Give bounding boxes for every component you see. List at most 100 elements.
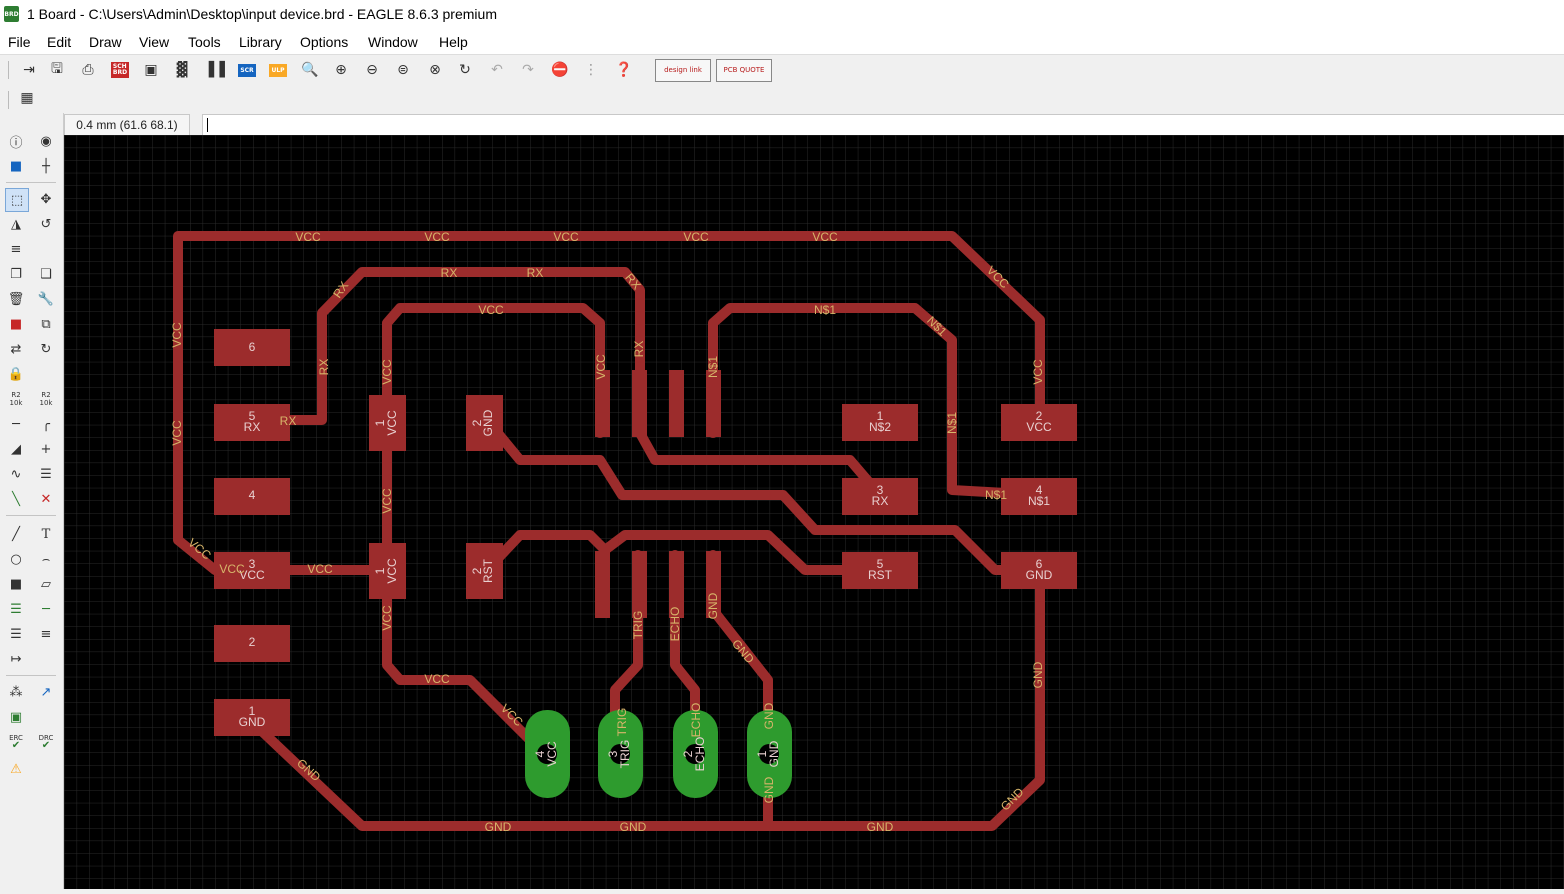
slice-icon[interactable]: ◢ [11,441,21,457]
cap1-pad-2-gnd[interactable] [466,395,503,451]
design-link-button[interactable]: design link [655,59,711,82]
zoom-in-icon[interactable]: ⊕ [335,62,347,78]
replace-icon[interactable]: ⧉ [41,316,51,332]
mirror-icon[interactable]: ◮ [11,216,21,232]
menu-view[interactable]: View [139,34,170,50]
wire-icon[interactable]: ╱ [12,526,20,542]
menu-options[interactable]: Options [300,34,349,50]
meander-icon[interactable]: ∿ [10,466,22,482]
pad-1-n2[interactable] [842,404,918,441]
library-icon[interactable]: ▐▐ [203,62,225,78]
show-icon[interactable]: ◉ [40,133,52,149]
errors-warning-icon[interactable]: ⚠ [10,761,22,777]
via-icon[interactable]: ☰ [10,601,22,617]
zoom-fit-icon[interactable]: 🔍 [301,62,319,78]
ic-pin[interactable] [595,370,610,437]
route-icon[interactable]: ╲ [12,491,20,507]
board-canvas[interactable]: 6 5 RX 4 3 VCC 2 1 GND 1 N$2 3 RX 5 RST … [64,135,1564,889]
optimize-icon[interactable]: ↻ [40,341,52,357]
res-pad-2-rst[interactable] [466,543,503,599]
command-line-input[interactable] [202,114,1564,136]
zoom-select-icon[interactable]: ⊜ [397,62,409,78]
menu-draw[interactable]: Draw [89,34,122,50]
manufacturing-icon[interactable]: ▓ [176,62,188,78]
info-icon[interactable]: ⓘ [9,135,23,151]
miter-icon[interactable]: ╭ [42,416,50,432]
menu-library[interactable]: Library [239,34,282,50]
menu-window[interactable]: Window [368,34,418,50]
move-icon[interactable]: ✥ [40,191,52,207]
group-icon[interactable]: ☰ [40,466,52,482]
pad-4-n1[interactable] [1001,478,1077,515]
attribute-icon[interactable]: ≡ [40,626,52,642]
save-icon[interactable]: 🖫 [51,61,63,77]
ic-pin[interactable] [632,370,647,437]
change-icon[interactable]: 🔧 [37,291,55,307]
hole-icon[interactable]: ☰ [10,626,22,642]
res-pad-1-vcc[interactable] [369,543,406,599]
signal-icon[interactable]: ─ [42,601,50,617]
stop-icon[interactable]: ⛔ [551,62,569,78]
circle-icon[interactable]: ○ [10,551,22,567]
ic-pin[interactable] [706,551,721,618]
ic-pin[interactable] [632,551,647,618]
paste-icon[interactable]: ❑ [40,266,52,282]
menu-help[interactable]: Help [439,34,468,50]
help-icon[interactable]: ❓ [615,62,633,78]
rectangle-icon[interactable]: ■ [9,576,23,592]
pad-5-rst[interactable] [842,552,918,589]
pad-4[interactable] [214,478,290,515]
pad-6-gnd[interactable] [1001,552,1077,589]
pad-3-rx[interactable] [842,478,918,515]
zoom-out-icon[interactable]: ⊖ [366,62,378,78]
pad-1-gnd[interactable] [214,699,290,736]
zoom-area-icon[interactable]: ⊗ [429,62,441,78]
cam-icon[interactable]: ▣ [144,62,158,78]
smash-icon[interactable]: + [40,441,52,457]
ic-pin[interactable] [595,551,610,618]
redraw-icon[interactable]: ↻ [459,62,471,78]
autorouter-icon[interactable]: ↗ [40,684,52,700]
sch-brd-switch-icon[interactable]: SCH BRD [110,62,130,78]
menu-file[interactable]: File [8,34,31,50]
polygon-icon[interactable]: ▱ [41,576,51,592]
ripup-icon[interactable]: ✕ [40,491,52,507]
pcb-quote-button[interactable]: PCB QUOTE [716,59,772,82]
split-icon[interactable]: ─ [12,416,20,432]
select-group-icon[interactable]: ⬚ [5,188,29,212]
ratsnest-board-icon[interactable]: ▣ [9,709,23,725]
ic-pin[interactable] [706,370,721,437]
delete-icon[interactable]: 🗑 [7,291,25,307]
open-icon[interactable]: ⇥ [23,62,35,78]
menu-edit[interactable]: Edit [47,34,72,50]
copy-icon[interactable]: ❐ [10,266,22,282]
ic-pin[interactable] [669,551,684,618]
erc-icon[interactable]: ERC✔ [5,731,27,753]
pad-5-rx[interactable] [214,404,290,441]
go-icon[interactable]: ⋮ [584,62,598,78]
add-part-icon[interactable]: ■ [9,316,23,332]
display-layers-icon[interactable]: ■ [9,158,23,174]
print-icon[interactable]: ⎙ [82,62,94,78]
pad-2[interactable] [214,625,290,662]
arc-icon[interactable]: ⌢ [41,551,51,567]
align-icon[interactable]: ≡ [10,241,22,257]
grid-icon[interactable]: ▦ [20,90,34,106]
cap1-pad-1-vcc[interactable] [369,395,406,451]
rotate-icon[interactable]: ↺ [40,216,52,232]
redo-icon[interactable]: ↷ [522,62,534,78]
pad-2-vcc[interactable] [1001,404,1077,441]
ulp-icon[interactable]: ULP [267,60,289,80]
mark-icon[interactable]: ┼ [42,158,50,174]
undo-icon[interactable]: ↶ [491,62,503,78]
dimension-icon[interactable]: ↦ [10,651,22,667]
text-icon[interactable]: T [41,526,51,542]
lock-icon[interactable]: 🔒 [7,366,25,382]
drc-icon[interactable]: DRC✔ [35,731,57,753]
menu-tools[interactable]: Tools [188,34,221,50]
pad-6[interactable] [214,329,290,366]
swap-icon[interactable]: ⇄ [10,341,22,357]
ratsnest-icon[interactable]: ⁂ [9,684,23,700]
